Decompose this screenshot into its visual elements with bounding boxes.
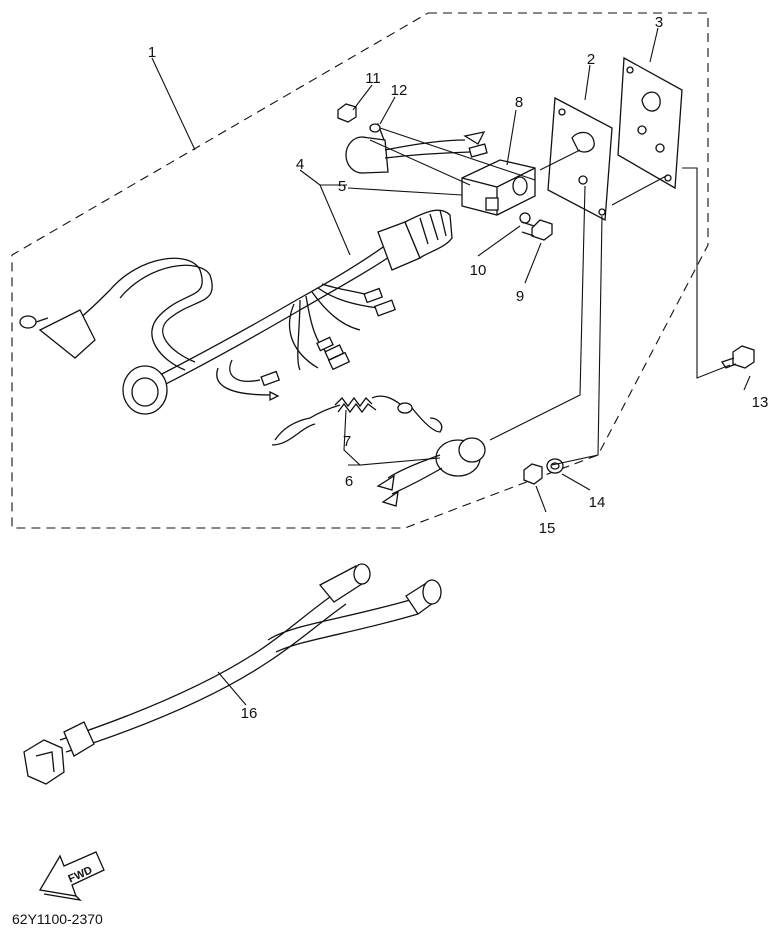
bolt-9	[521, 219, 553, 241]
callout-15: 15	[539, 520, 556, 537]
callout-4: 4	[296, 156, 304, 173]
stop-switch-6	[376, 437, 486, 507]
callout-14: 14	[589, 494, 606, 511]
extension-harness	[23, 563, 442, 785]
assembly-boundary	[11, 12, 709, 529]
nut-11	[337, 103, 357, 123]
callout-8: 8	[515, 94, 523, 111]
callout-7: 7	[343, 433, 351, 450]
nut-15	[523, 463, 543, 485]
callout-6: 6	[345, 473, 353, 490]
callout-10: 10	[470, 262, 487, 279]
callout-2: 2	[587, 51, 595, 68]
drawing-code: 62Y1100-2370	[12, 911, 103, 927]
washer-10	[519, 212, 531, 224]
forward-arrow-icon: FWD	[38, 851, 105, 901]
callout-9: 9	[516, 288, 524, 305]
key-switch	[345, 123, 488, 174]
callout-11: 11	[365, 70, 381, 87]
callout-16: 16	[241, 705, 258, 722]
callout-12: 12	[391, 82, 408, 99]
lanyard-7	[271, 395, 443, 446]
screw-13	[720, 345, 755, 369]
plate-2	[547, 96, 613, 222]
plate-3	[617, 56, 683, 190]
callout-5: 5	[338, 178, 346, 195]
wire-harness	[19, 209, 453, 415]
callout-13: 13	[752, 394, 769, 411]
callout-3: 3	[655, 14, 663, 31]
leader-lines	[151, 27, 751, 706]
callout-1: 1	[148, 44, 156, 61]
